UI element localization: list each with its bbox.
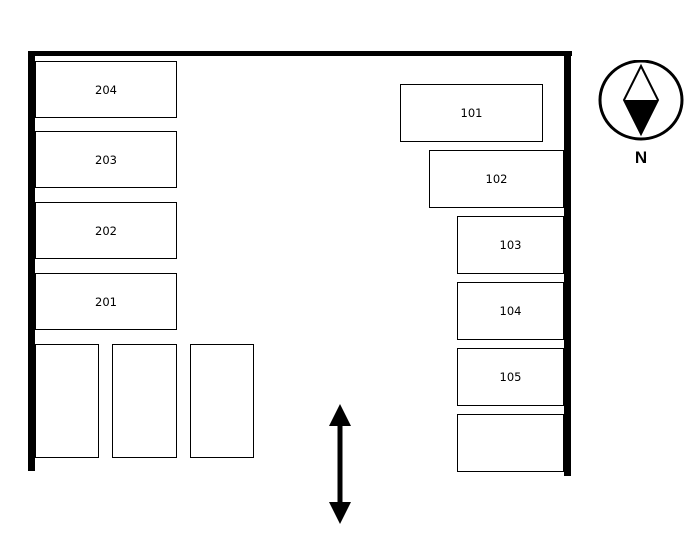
space-105[interactable]: 105	[457, 348, 564, 406]
space-label: 202	[95, 223, 117, 238]
space-bottom-3[interactable]	[190, 344, 254, 458]
space-label: 203	[95, 152, 117, 167]
space-label: 101	[460, 106, 483, 120]
space-label: 103	[499, 238, 522, 252]
compass-north-label: N	[635, 148, 647, 167]
space-label: 102	[485, 172, 508, 186]
space-102[interactable]: 102	[429, 150, 564, 208]
space-label: 201	[95, 294, 117, 309]
space-101[interactable]: 101	[400, 84, 543, 142]
space-label: 104	[499, 304, 522, 318]
wall-top	[28, 51, 572, 56]
space-104[interactable]: 104	[457, 282, 564, 340]
space-bottom-1[interactable]	[35, 344, 99, 458]
double-arrow-icon	[329, 404, 351, 524]
space-103[interactable]: 103	[457, 216, 564, 274]
space-201[interactable]: 201	[35, 273, 177, 330]
space-203[interactable]: 203	[35, 131, 177, 188]
space-label: 105	[499, 370, 522, 384]
space-bottom-2[interactable]	[112, 344, 177, 458]
space-right-unlabeled[interactable]	[457, 414, 564, 472]
space-label: 204	[95, 82, 117, 97]
wall-left	[28, 51, 35, 471]
compass-icon: N	[598, 60, 684, 167]
wall-right	[564, 51, 571, 476]
space-202[interactable]: 202	[35, 202, 177, 259]
space-204[interactable]: 204	[35, 61, 177, 118]
